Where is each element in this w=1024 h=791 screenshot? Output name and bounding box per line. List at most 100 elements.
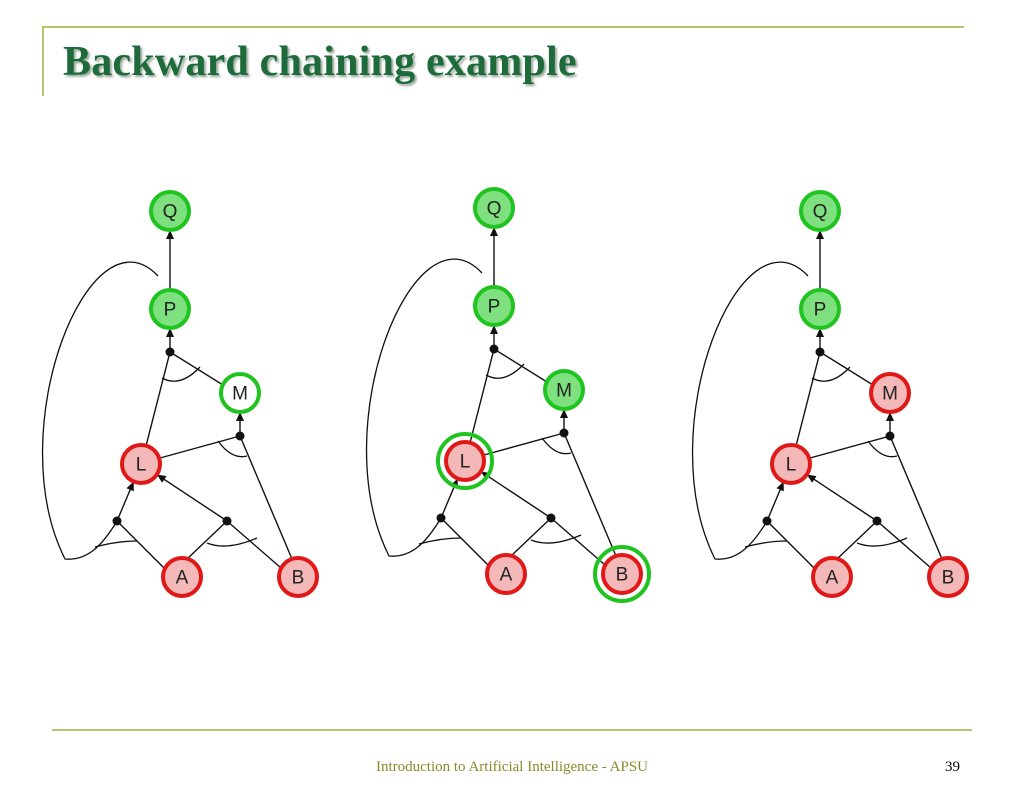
feedback-loop-p-to-l: [691, 261, 809, 560]
edge-b-to-junction-m: [563, 432, 617, 557]
edge-l-to-junction-p: [795, 351, 821, 447]
junction-dot-p: [489, 344, 499, 354]
node-p-circle: [149, 288, 191, 330]
footer-text: Introduction to Artificial Intelligence …: [375, 759, 649, 775]
node-p-label: P: [164, 300, 177, 321]
slide-title: Backward chaining example: [63, 39, 577, 85]
edge-junction-ab-to-l: [480, 471, 552, 519]
node-b-highlight-ring: [593, 545, 651, 603]
node-a-label: A: [500, 565, 513, 586]
edge-a-to-junction-l: [440, 517, 490, 567]
node-l: L: [436, 432, 494, 490]
edge-l-to-junction-m: [809, 435, 891, 459]
diagram-middle: Q P M L A B: [365, 187, 651, 603]
edge-l-to-junction-m: [159, 435, 241, 459]
node-l: L: [770, 443, 812, 485]
node-l-circle: [120, 443, 162, 485]
edge-m-to-junction-p: [169, 351, 224, 386]
feedback-loop-p-to-l: [365, 258, 483, 557]
node-q-circle: [149, 190, 191, 232]
junction-dot-m: [885, 431, 895, 441]
node-b-label: B: [942, 568, 955, 589]
edge-junction-l-to-l: [116, 481, 134, 522]
junction-dot-p: [815, 347, 825, 357]
node-b: B: [593, 545, 651, 603]
node-q-circle: [799, 190, 841, 232]
edge-a-to-junction-ab: [186, 520, 228, 560]
node-b-label: B: [616, 565, 629, 586]
and-arc-ab: [530, 534, 582, 544]
node-m-label: M: [882, 384, 898, 405]
node-q-label: Q: [163, 202, 178, 223]
footer-rule: [52, 729, 972, 731]
node-a-label: A: [176, 568, 189, 589]
node-b-circle: [277, 556, 319, 598]
node-l-highlight-ring: [436, 432, 494, 490]
edge-b-to-junction-ab: [550, 517, 606, 566]
title-frame-top-rule: [42, 26, 964, 28]
node-l-circle: [770, 443, 812, 485]
and-arc-m: [541, 437, 572, 455]
node-m-circle: [543, 369, 585, 411]
node-a: A: [485, 553, 527, 595]
junction-dot-m: [559, 428, 569, 438]
node-b-circle: [601, 553, 643, 595]
edge-a-to-junction-l: [116, 520, 166, 570]
node-l-label: L: [136, 455, 147, 476]
and-arc-ab: [206, 537, 258, 547]
edge-b-to-junction-ab: [226, 520, 282, 569]
node-m: M: [543, 369, 585, 411]
edge-l-to-junction-p: [469, 348, 495, 444]
node-b: B: [927, 556, 969, 598]
edge-a-to-junction-l: [766, 520, 816, 570]
edge-b-to-junction-m: [889, 435, 943, 560]
diagram-left: Q P M L A B: [41, 190, 319, 598]
node-m-label: M: [232, 384, 248, 405]
title-frame-left-rule: [42, 26, 44, 96]
node-p: P: [149, 288, 191, 330]
junction-dot-m: [235, 431, 245, 441]
node-a-circle: [161, 556, 203, 598]
node-a: A: [161, 556, 203, 598]
and-arc-p: [485, 363, 525, 379]
node-m-circle: [219, 372, 261, 414]
junction-dot-p: [165, 347, 175, 357]
junction-dot-ab: [546, 513, 556, 523]
and-arc-m: [217, 440, 248, 458]
node-q: Q: [473, 187, 515, 229]
node-p-circle: [799, 288, 841, 330]
node-m: M: [219, 372, 261, 414]
node-p-label: P: [488, 297, 501, 318]
node-l-label: L: [460, 452, 471, 473]
node-b: B: [277, 556, 319, 598]
and-arc-ab: [856, 537, 908, 547]
edge-junction-ab-to-l: [156, 474, 228, 522]
edge-l-to-junction-m: [483, 432, 565, 456]
node-b-label: B: [292, 568, 305, 589]
node-m-circle: [869, 372, 911, 414]
node-m: M: [869, 372, 911, 414]
edge-junction-ab-to-l: [806, 474, 878, 522]
node-b-circle: [927, 556, 969, 598]
node-a-circle: [485, 553, 527, 595]
edge-a-to-junction-ab: [836, 520, 878, 560]
and-arc-p: [161, 366, 201, 382]
node-q-label: Q: [813, 202, 828, 223]
edge-junction-l-to-l: [766, 481, 784, 522]
edge-b-to-junction-ab: [876, 520, 932, 569]
node-p-circle: [473, 285, 515, 327]
feedback-loop-p-to-l: [41, 261, 159, 560]
node-m-label: M: [556, 381, 572, 402]
node-q-circle: [473, 187, 515, 229]
junction-dot-ab: [872, 516, 882, 526]
node-a-label: A: [826, 568, 839, 589]
node-l: L: [120, 443, 162, 485]
edge-b-to-junction-m: [239, 435, 293, 560]
node-p: P: [799, 288, 841, 330]
edge-m-to-junction-p: [493, 348, 548, 383]
diagram-right: Q P M L A B: [691, 190, 969, 598]
node-q-label: Q: [487, 199, 502, 220]
edge-a-to-junction-ab: [510, 517, 552, 557]
node-q: Q: [799, 190, 841, 232]
